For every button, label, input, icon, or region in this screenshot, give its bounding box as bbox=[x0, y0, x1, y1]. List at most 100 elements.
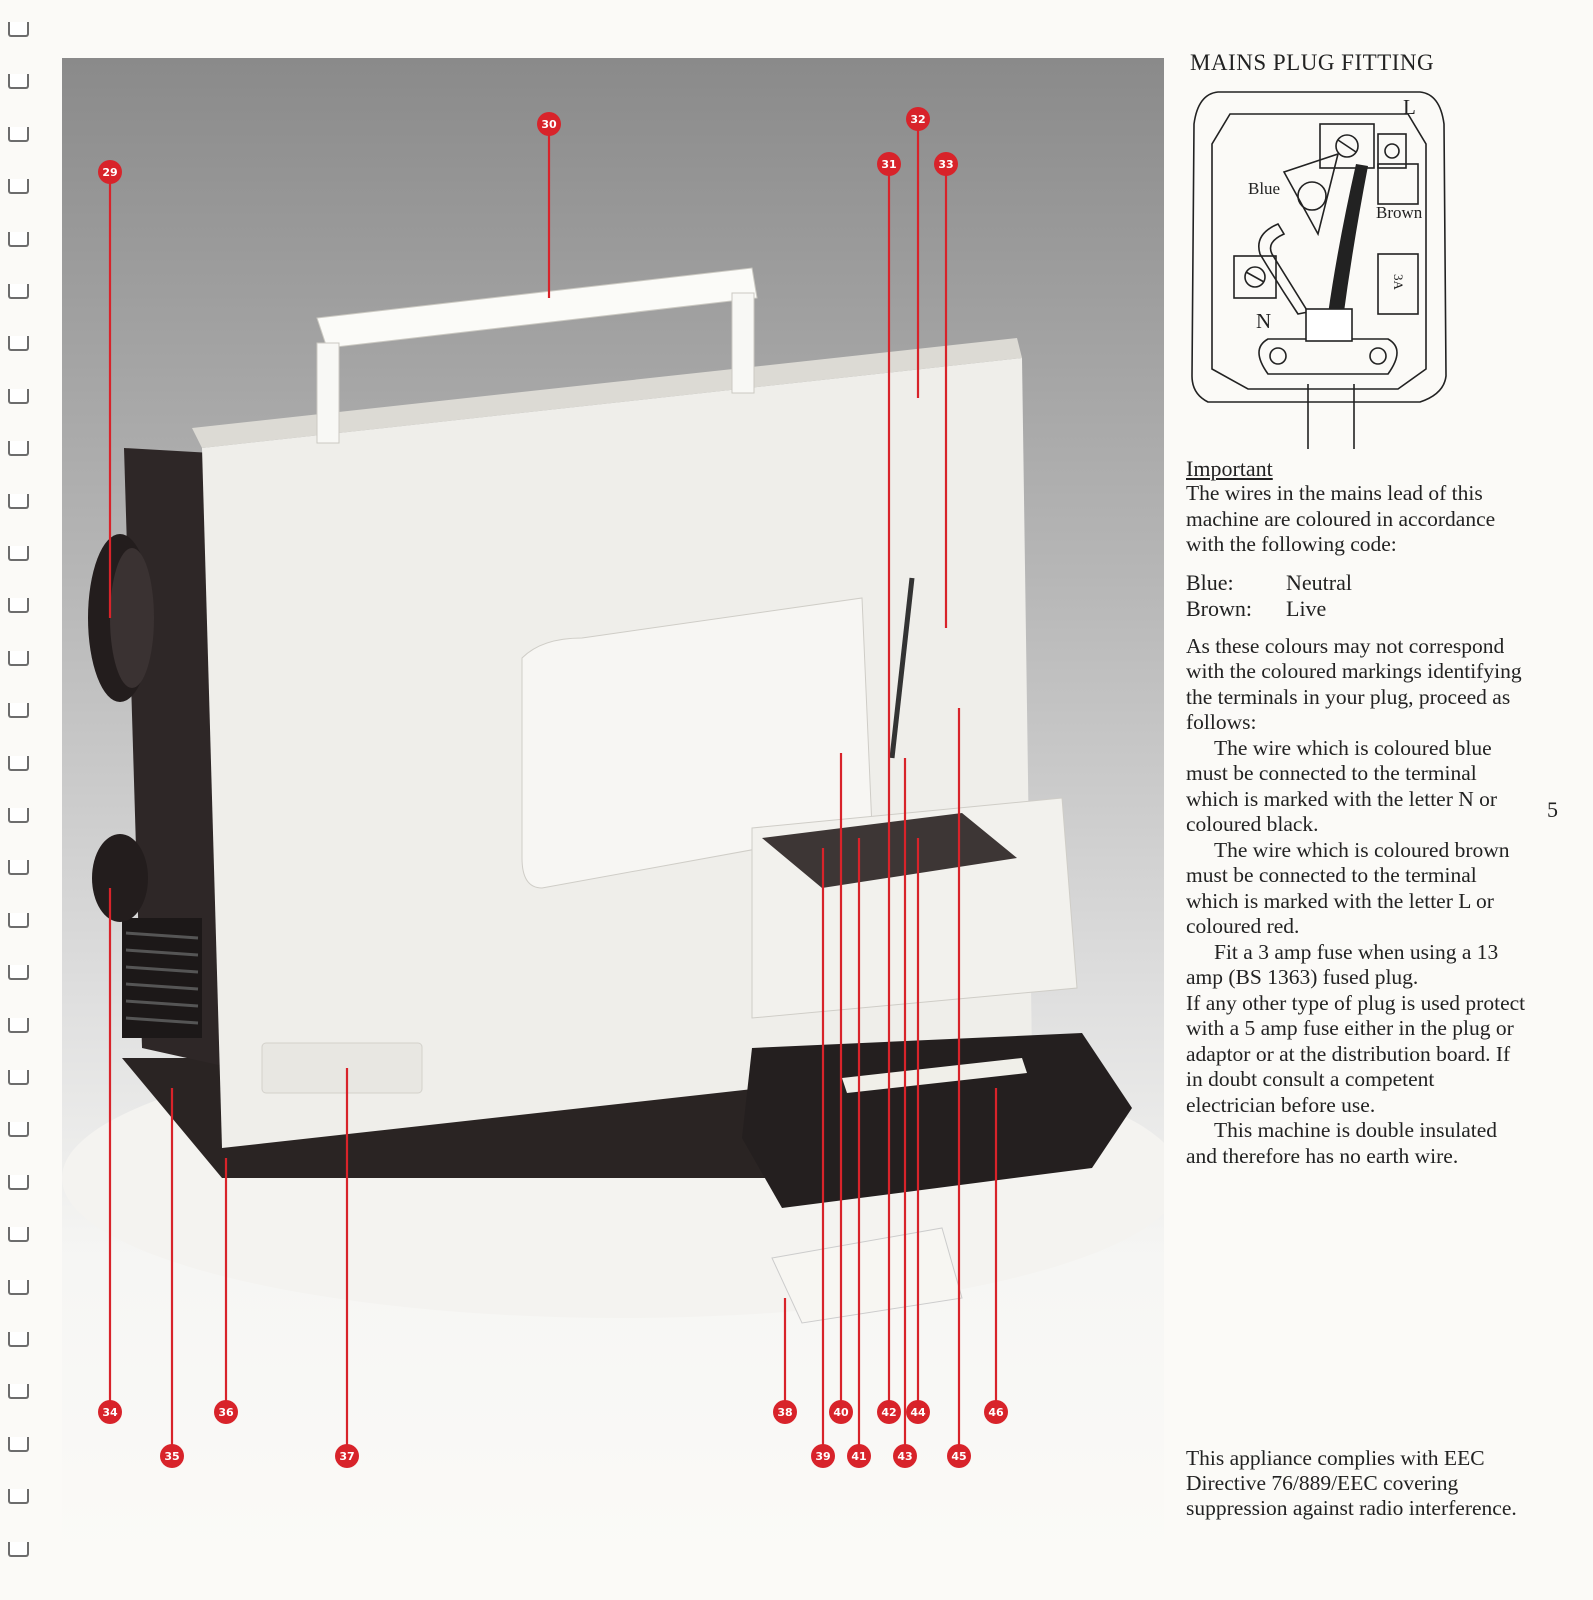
binding-hole bbox=[8, 808, 29, 823]
live-label: L bbox=[1403, 95, 1416, 119]
fuse-holder-bottom bbox=[1377, 253, 1419, 315]
binding-hole bbox=[8, 1227, 29, 1243]
plug-outer-casing bbox=[1191, 91, 1447, 403]
svg-text:42: 42 bbox=[881, 1406, 896, 1419]
live-terminal bbox=[1319, 123, 1375, 169]
svg-text:39: 39 bbox=[815, 1450, 830, 1463]
section-heading: MAINS PLUG FITTING bbox=[1190, 50, 1435, 75]
legend-value: Live bbox=[1286, 595, 1327, 621]
callout-44: 44 bbox=[906, 1400, 930, 1424]
callout-31: 31 bbox=[877, 152, 901, 176]
binding-hole bbox=[8, 860, 29, 876]
brown-label: Brown bbox=[1376, 203, 1423, 222]
sewing-machine-photo: 29 30 31 32 33 34 35 36 37 38 39 40 41 4… bbox=[62, 58, 1164, 1558]
brown-wire bbox=[1328, 164, 1368, 319]
callout-30: 30 bbox=[537, 112, 561, 136]
binding-hole bbox=[8, 179, 29, 195]
svg-text:45: 45 bbox=[951, 1450, 966, 1463]
side-knob bbox=[92, 834, 148, 922]
binding-hole bbox=[8, 1384, 29, 1400]
callout-45: 45 bbox=[947, 1444, 971, 1468]
needle-bar bbox=[889, 577, 915, 759]
binding-hole bbox=[8, 74, 29, 90]
blue-label: Blue bbox=[1248, 179, 1280, 198]
paragraph-3: The wire which is coloured brown must be… bbox=[1186, 837, 1510, 939]
svg-text:40: 40 bbox=[833, 1406, 849, 1419]
svg-text:30: 30 bbox=[541, 118, 557, 131]
earth-triangle bbox=[1282, 152, 1340, 237]
callout-42: 42 bbox=[877, 1400, 901, 1424]
legend-value: Neutral bbox=[1286, 569, 1352, 595]
binding-hole bbox=[8, 336, 29, 352]
legend-key: Blue: bbox=[1186, 569, 1234, 595]
svg-text:33: 33 bbox=[938, 158, 953, 171]
eec-compliance-note: This appliance complies with EEC Directi… bbox=[1186, 1446, 1517, 1520]
callout-36: 36 bbox=[214, 1400, 238, 1424]
binding-hole bbox=[8, 1541, 29, 1557]
binding-hole bbox=[8, 1017, 29, 1033]
binding-hole bbox=[8, 965, 29, 981]
svg-text:35: 35 bbox=[164, 1450, 179, 1463]
callout-37: 37 bbox=[335, 1444, 359, 1468]
plug-wiring-diagram: L N Blue Brown 3A bbox=[1191, 91, 1447, 449]
legend-key: Brown: bbox=[1186, 595, 1252, 621]
binding-hole bbox=[8, 231, 29, 247]
paragraph-5: If any other type of plug is used protec… bbox=[1186, 990, 1526, 1117]
fuse-label: 3A bbox=[1391, 274, 1406, 291]
binding-hole bbox=[8, 1436, 29, 1452]
svg-text:31: 31 bbox=[881, 158, 896, 171]
svg-text:41: 41 bbox=[851, 1450, 866, 1463]
important-heading: Important bbox=[1186, 456, 1273, 481]
callout-46: 46 bbox=[984, 1400, 1008, 1424]
binding-hole bbox=[8, 912, 29, 928]
svg-text:44: 44 bbox=[910, 1406, 926, 1419]
svg-text:36: 36 bbox=[218, 1406, 234, 1419]
callout-29: 29 bbox=[98, 160, 122, 184]
callout-33: 33 bbox=[934, 152, 958, 176]
neutral-terminal bbox=[1233, 255, 1277, 299]
blue-wire bbox=[1258, 222, 1310, 315]
carry-handle bbox=[316, 267, 758, 349]
binding-hole bbox=[8, 22, 29, 37]
binding-hole bbox=[8, 441, 29, 457]
callout-43: 43 bbox=[893, 1444, 917, 1468]
cord-grip bbox=[1258, 338, 1398, 375]
binding-hole bbox=[8, 1489, 29, 1505]
binding-hole bbox=[8, 1122, 29, 1138]
svg-text:46: 46 bbox=[988, 1406, 1004, 1419]
binding-hole bbox=[8, 493, 29, 509]
binding-hole bbox=[8, 546, 29, 561]
callout-39: 39 bbox=[811, 1444, 835, 1468]
fuse-holder-top bbox=[1377, 163, 1419, 205]
arm-opening bbox=[521, 597, 873, 889]
binding-hole bbox=[8, 650, 29, 666]
spiral-binding bbox=[0, 22, 36, 1592]
callout-38: 38 bbox=[773, 1400, 797, 1424]
intro-text: The wires in the mains lead of this mach… bbox=[1186, 481, 1496, 556]
binding-hole bbox=[8, 598, 29, 614]
binding-hole bbox=[8, 284, 29, 299]
paragraph-2: The wire which is coloured blue must be … bbox=[1186, 735, 1498, 837]
callout-41: 41 bbox=[847, 1444, 871, 1468]
callout-35: 35 bbox=[160, 1444, 184, 1468]
binding-hole bbox=[8, 1174, 29, 1190]
svg-text:37: 37 bbox=[339, 1450, 354, 1463]
callout-40: 40 bbox=[829, 1400, 853, 1424]
binding-hole bbox=[8, 1332, 29, 1347]
binding-hole bbox=[8, 388, 29, 404]
machine-illustration: 29 30 31 32 33 34 35 36 37 38 39 40 41 4… bbox=[62, 107, 1164, 1468]
accessory-card bbox=[771, 1227, 963, 1324]
page-number: 5 bbox=[1547, 797, 1558, 822]
svg-text:38: 38 bbox=[777, 1406, 792, 1419]
paragraph-4: Fit a 3 amp fuse when using a 13 amp (BS… bbox=[1186, 939, 1499, 990]
svg-text:34: 34 bbox=[102, 1406, 118, 1419]
binding-hole bbox=[8, 126, 29, 142]
binding-hole bbox=[8, 1070, 29, 1085]
mains-plug-section: MAINS PLUG FITTING L N Blue B bbox=[1186, 50, 1526, 1169]
neutral-label: N bbox=[1256, 309, 1271, 333]
callout-34: 34 bbox=[98, 1400, 122, 1424]
paragraph-6: This machine is double insulated and the… bbox=[1186, 1118, 1498, 1168]
vent-grille bbox=[122, 918, 202, 1038]
top-cover bbox=[192, 338, 1022, 448]
binding-hole bbox=[8, 703, 29, 719]
